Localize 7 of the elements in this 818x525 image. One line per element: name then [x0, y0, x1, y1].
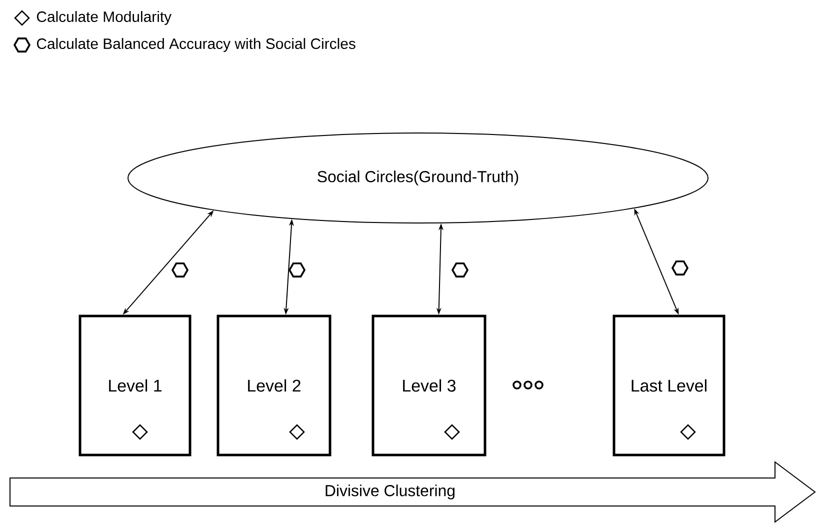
level-box: Level 1 — [78, 314, 192, 456]
level-box: Level 3 — [372, 314, 486, 456]
legend-text: Calculate Modularity — [36, 11, 172, 25]
level-box: Last Level — [612, 314, 726, 456]
level-box: Level 2 — [216, 314, 332, 456]
ellipse-node: Social Circles(Ground-Truth) — [128, 132, 708, 224]
legend-text: Calculate Balanced Accuracy with Social Circles — [36, 38, 356, 52]
